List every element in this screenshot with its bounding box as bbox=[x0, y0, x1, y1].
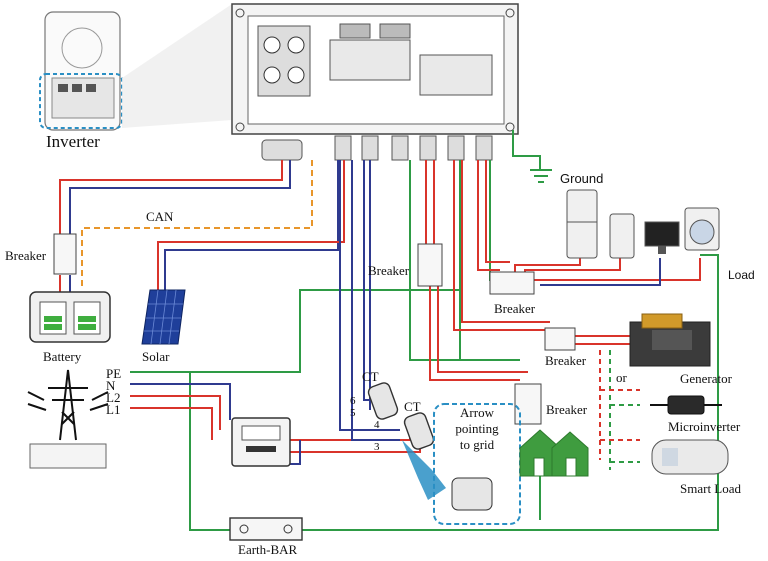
arrow-note-line3: to grid bbox=[459, 437, 495, 452]
power-pylon bbox=[27, 369, 109, 469]
inverter-wiring-box bbox=[231, 3, 519, 135]
wire-3-label: 3 bbox=[374, 441, 380, 453]
load-breaker-label: Breaker bbox=[494, 301, 536, 316]
ct-clamps bbox=[367, 382, 435, 450]
can-label: CAN bbox=[146, 209, 174, 224]
generator-breaker-label: Breaker bbox=[545, 353, 587, 368]
solar-label: Solar bbox=[142, 349, 170, 364]
solar-panel bbox=[141, 289, 186, 345]
earth-bar-label: Earth-BAR bbox=[238, 542, 298, 557]
ct-detail-clamp bbox=[451, 477, 493, 511]
appliances bbox=[566, 189, 720, 259]
inverter-breaker-label: Breaker bbox=[368, 263, 410, 278]
cable-glands bbox=[261, 135, 493, 161]
arrow-note-line1: Arrow bbox=[460, 405, 494, 420]
can-bus-wire bbox=[81, 160, 313, 290]
l1-label: L1 bbox=[106, 402, 121, 417]
smart-load-unit bbox=[651, 439, 729, 475]
smart-load-label: Smart Load bbox=[680, 481, 742, 496]
earth-bar bbox=[229, 517, 303, 541]
generator-label: Generator bbox=[680, 371, 732, 386]
battery-label: Battery bbox=[43, 349, 82, 364]
microinverter-unit bbox=[650, 395, 722, 415]
inverter-label: Inverter bbox=[46, 132, 100, 151]
house-breaker-label: Breaker bbox=[546, 402, 588, 417]
breakers bbox=[417, 243, 576, 425]
solar-wires bbox=[157, 160, 345, 290]
generator-unit bbox=[629, 313, 711, 367]
zoom-projection bbox=[122, 4, 232, 128]
ground-label: Ground bbox=[560, 171, 604, 186]
wire-5-label: 5 bbox=[350, 407, 356, 419]
microinverter-label: Microinverter bbox=[668, 419, 741, 434]
ground-symbol bbox=[530, 169, 552, 183]
or-label: or bbox=[616, 370, 627, 385]
arrow-note-line2: pointing bbox=[455, 421, 499, 436]
wire-4-label: 4 bbox=[374, 419, 380, 431]
ct-arrow bbox=[402, 440, 446, 500]
house-icon bbox=[519, 429, 589, 477]
battery-breaker bbox=[53, 233, 77, 275]
wire-6-label: 6 bbox=[350, 395, 356, 407]
n-label: N bbox=[106, 378, 116, 393]
battery-pack bbox=[29, 291, 111, 343]
ct-left-label: CT bbox=[362, 369, 379, 384]
ct-right-label: CT bbox=[404, 399, 421, 414]
l2-label: L2 bbox=[106, 390, 121, 405]
inverter-thumbnail bbox=[39, 11, 123, 131]
battery-breaker-label: Breaker bbox=[5, 248, 47, 263]
energy-meter bbox=[231, 417, 291, 467]
pe-label: PE bbox=[106, 366, 122, 381]
battery-wires bbox=[59, 160, 291, 292]
load-label: Load bbox=[728, 268, 755, 282]
